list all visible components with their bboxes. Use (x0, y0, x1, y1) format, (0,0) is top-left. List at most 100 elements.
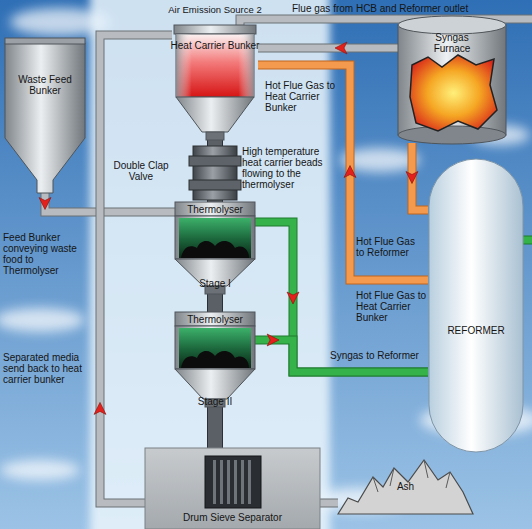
flow-arrowhead (287, 292, 299, 304)
bunker-shape (206, 132, 224, 140)
pipe-connector (255, 222, 428, 372)
drum-shape (220, 460, 223, 504)
silo-shape (5, 38, 85, 44)
pipe-outline (320, 498, 338, 507)
node-label: Stage I (185, 278, 245, 289)
node-label: Thermolyser (175, 314, 255, 325)
pipe-body (258, 44, 398, 51)
flow-arrowhead (335, 42, 347, 54)
thermolyser-stage: ThermolyserStage I (175, 202, 255, 294)
pipe-connector (406, 143, 428, 210)
annotation-text: Syngas to Reformer (330, 350, 425, 361)
annotation-text: Hot Flue Gas to Heat Carrier Bunker (265, 80, 350, 113)
annotation-text: High temperature heat carrier beads flow… (242, 146, 337, 190)
pipe-body (208, 140, 222, 146)
pipe-body (255, 340, 428, 372)
thermolyser-stage: ThermolyserStage II (175, 312, 255, 407)
drum-shape (234, 460, 237, 504)
furnace-shape (398, 126, 506, 144)
bunker-shape (172, 3, 258, 140)
valve-shape (189, 180, 241, 190)
reformer-vessel: REFORMER (428, 158, 524, 453)
bunker-shape (174, 25, 256, 34)
flow-arrowhead (39, 198, 51, 210)
node-label: Drum Sieve Separator (145, 512, 320, 523)
cloud (0, 460, 80, 480)
feed-bunker: Waste Feed Bunker (5, 38, 85, 193)
flow-arrowhead (406, 171, 418, 183)
pipe-body (320, 499, 338, 506)
drum-shape (227, 460, 230, 504)
node-label: Ash (383, 481, 428, 492)
pipe-body (255, 222, 428, 372)
thermolyser-shape (179, 218, 251, 258)
flow-arrowhead (267, 334, 279, 346)
thermolyser-shape (175, 216, 255, 259)
bunker-shape (176, 97, 254, 132)
drum-shape (248, 460, 251, 504)
thermolyser-shape (175, 312, 255, 407)
pipe-body (45, 193, 175, 212)
pipe-connector (258, 42, 398, 54)
drum-shape (205, 456, 261, 508)
silo-shape (5, 43, 85, 193)
pipe-outline (207, 407, 223, 448)
annotation-text: Hot Flue Gas to Heat Carrier Bunker (356, 290, 428, 323)
reformer-shape (428, 158, 524, 453)
thermolyser-shape (175, 369, 255, 399)
pipe-body (208, 407, 222, 448)
pipe-outline (207, 294, 223, 312)
pipe-connector (320, 502, 338, 503)
node-label: Thermolyser (175, 204, 255, 215)
silo-shape (5, 38, 85, 193)
reformer-shape (429, 159, 523, 452)
clap-valve: Double Clap Valve (189, 146, 241, 200)
pipe-connector (39, 193, 175, 212)
valve-shape (189, 146, 241, 200)
thermolyser-shape (175, 202, 255, 216)
drum-shape (145, 448, 320, 529)
valve-shape (193, 146, 237, 200)
furnace-shape (398, 16, 506, 34)
thermolyser-shape (175, 326, 255, 369)
flow-arrowhead (94, 402, 106, 414)
pipe-connector (215, 140, 216, 146)
drum-shape (241, 460, 244, 504)
node-label: Heat Carrier Bunker (168, 40, 262, 51)
drum-separator: Drum Sieve Separator (145, 448, 320, 529)
syngas-furnace: Syngas Furnace (398, 15, 506, 143)
thermolyser-shape (179, 328, 251, 368)
pipe-connector (255, 334, 428, 372)
node-label: Air Emission Source 2 (160, 4, 270, 15)
annotation-text: Flue gas from HCB and Reformer outlet (292, 3, 532, 14)
pipe-outline (45, 193, 175, 212)
valve-shape (189, 156, 241, 166)
annotation-text: Hot Flue Gas to Reformer (356, 236, 426, 258)
ash-pile: Ash (338, 452, 473, 514)
pipe-outline (100, 35, 172, 503)
annotation-text: Feed Bunker conveying waste food to Ther… (3, 232, 88, 276)
pipe-outline (258, 43, 398, 52)
flow-arrowhead (344, 166, 356, 178)
node-label: Syngas Furnace (422, 32, 482, 54)
pipe-outline (207, 140, 223, 146)
heat-carrier-bunker: Air Emission Source 2Heat Carrier Bunker (172, 3, 258, 140)
pipe-outline (255, 222, 428, 372)
thermolyser-shape (175, 312, 255, 326)
pipe-connector (215, 407, 216, 448)
thermolyser-shape (181, 351, 249, 368)
furnace-shape (398, 25, 506, 135)
node-label: Double Clap Valve (101, 160, 181, 182)
furnace-shape (410, 55, 497, 131)
cloud (0, 308, 85, 332)
pipe-connector (215, 294, 216, 312)
ash-shape (373, 460, 450, 492)
pipe-body (100, 35, 172, 503)
pipe-body (208, 294, 222, 312)
thermolyser-shape (181, 241, 249, 258)
node-label: Waste Feed Bunker (10, 74, 80, 96)
pipe-outline (255, 340, 428, 372)
ash-shape (338, 460, 473, 514)
annotation-text: Separated media send back to heat carrie… (3, 352, 88, 385)
